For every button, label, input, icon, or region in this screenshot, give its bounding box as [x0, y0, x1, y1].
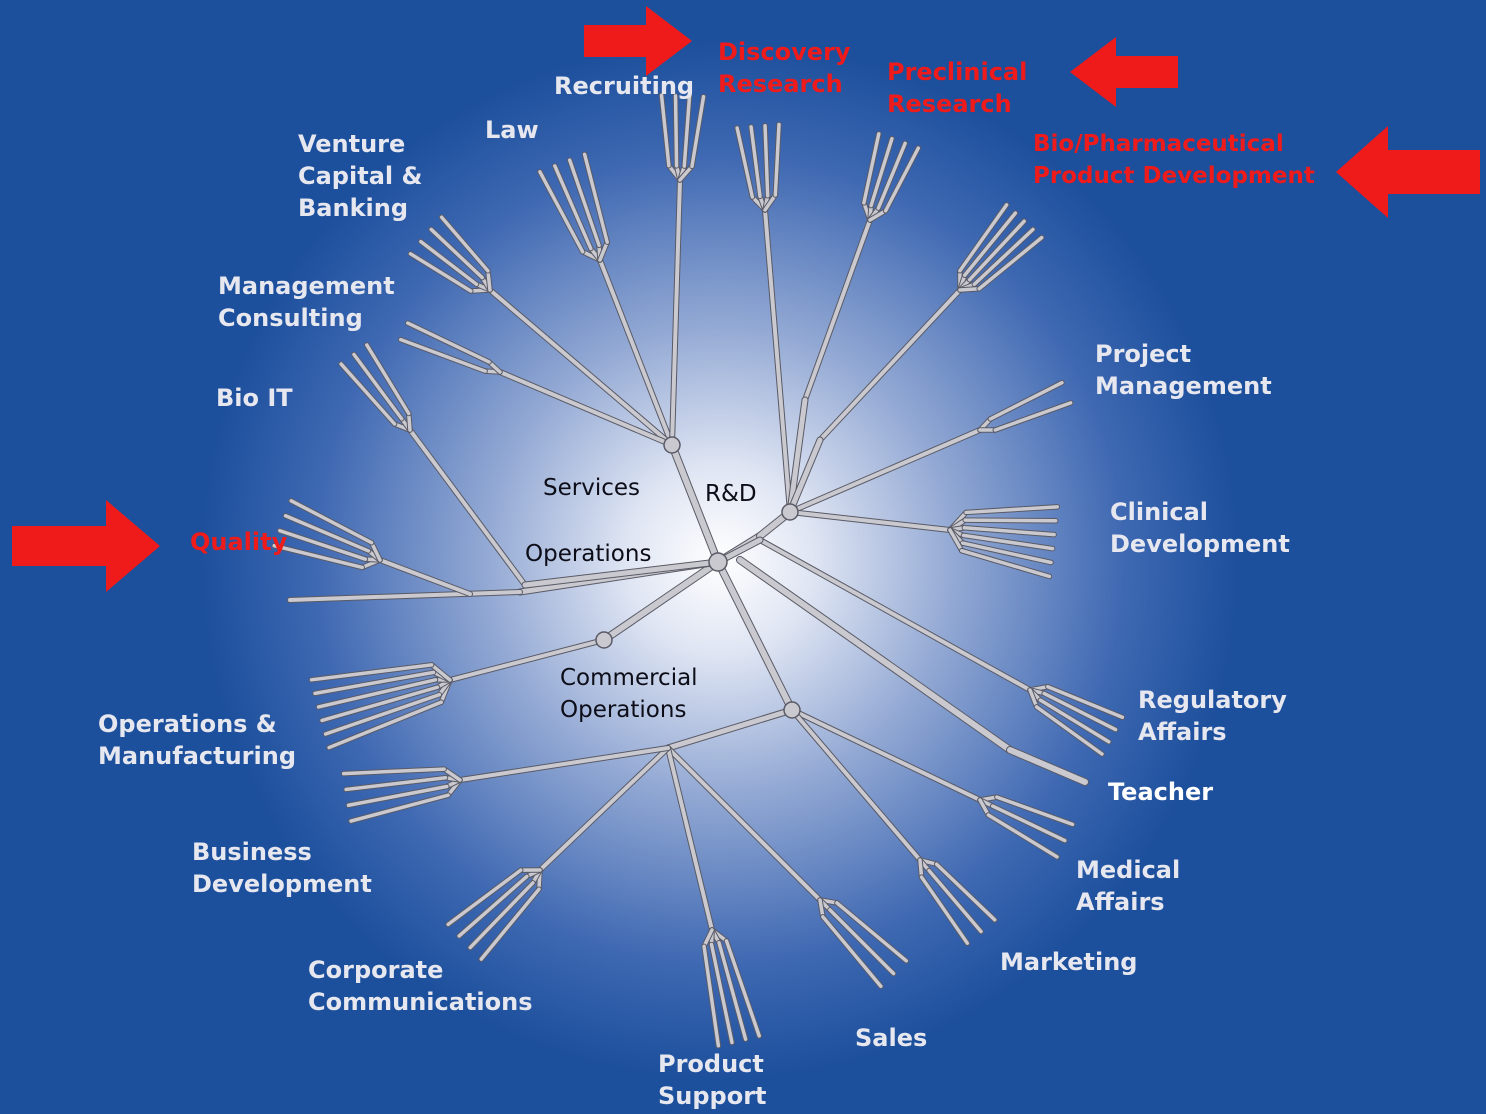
arrow-to-preclinical-icon — [1070, 37, 1178, 107]
arrow-to-discovery-icon — [584, 6, 692, 76]
label-medical-affairs: Medical Affairs — [1076, 856, 1181, 916]
hub-label-commercial-operations: Commercial Operations — [560, 665, 698, 723]
label-venture-capital-banking: Venture Capital & Banking — [298, 130, 423, 222]
label-clinical-development: Clinical Development — [1110, 498, 1290, 558]
label-marketing: Marketing — [1000, 948, 1138, 976]
label-management-consulting: Management Consulting — [218, 272, 395, 332]
label-law: Law — [485, 116, 539, 144]
hub-label-services: Services — [543, 475, 640, 501]
arrow-to-biopharma-icon — [1336, 126, 1480, 218]
label-business-development: Business Development — [192, 838, 372, 898]
label-teacher: Teacher — [1108, 778, 1214, 806]
label-recruiting: Recruiting — [554, 72, 695, 100]
label-biopharma-product-development: Bio/Pharmaceutical Product Development — [1033, 131, 1315, 189]
hub-label-rnd: R&D — [705, 481, 757, 507]
label-preclinical-research: Preclinical Research — [887, 58, 1028, 118]
arrow-to-quality-icon — [12, 500, 160, 592]
label-project-management: Project Management — [1095, 340, 1272, 400]
label-discovery-research: Discovery Research — [718, 38, 851, 98]
label-corporate-communications: Corporate Communications — [308, 956, 533, 1016]
label-operations-manufacturing: Operations & Manufacturing — [98, 710, 296, 770]
hub-label-operations: Operations — [525, 541, 652, 567]
label-sales: Sales — [855, 1024, 928, 1052]
label-quality: Quality — [190, 528, 288, 556]
label-bio-it: Bio IT — [216, 384, 293, 412]
label-product-support: Product Support — [658, 1050, 767, 1110]
label-regulatory-affairs: Regulatory Affairs — [1138, 686, 1287, 746]
